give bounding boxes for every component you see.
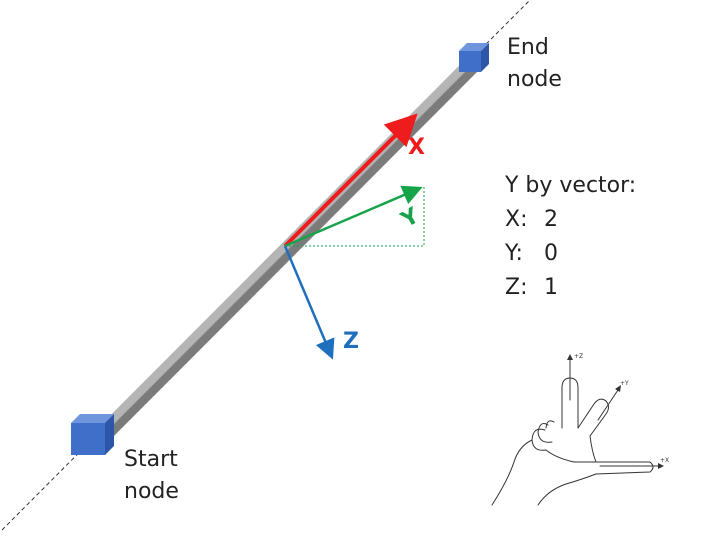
end-node-cube [459,43,489,72]
z-axis-label: Z [343,329,359,354]
x-axis-arrow [283,113,418,248]
hand-x-label: +X [660,457,669,464]
end-node-label-line2: node [507,67,562,92]
y-vector-row-y-axis: Y: [504,241,523,266]
y-vector-row-x-value: 2 [544,207,558,232]
x-axis-label: X [408,135,425,160]
y-vector-row-x-axis: X: [505,207,527,232]
hand-y-label: +Y [620,380,629,387]
hand-z-label: +Z [574,353,583,360]
y-vector-projection-lines [285,187,425,247]
y-vector-row-y-value: 0 [544,241,558,266]
beam [88,55,482,450]
y-vector-title: Y by vector: [504,173,636,198]
y-axis-arrow [284,185,423,248]
y-vector-row-z-axis: Z: [505,275,527,300]
right-hand-rule-illustration [491,354,664,506]
y-axis-label: Y [396,203,424,234]
z-axis-arrow [283,245,335,360]
start-node-label-line1: Start [124,447,178,472]
start-node-cube [71,414,114,455]
y-vector-info: Y by vector: X: 2 Y: 0 Z: 1 [504,173,636,300]
start-node-label-line2: node [124,479,179,504]
end-node-label-line1: End [507,35,549,60]
y-vector-row-z-value: 1 [544,275,558,300]
